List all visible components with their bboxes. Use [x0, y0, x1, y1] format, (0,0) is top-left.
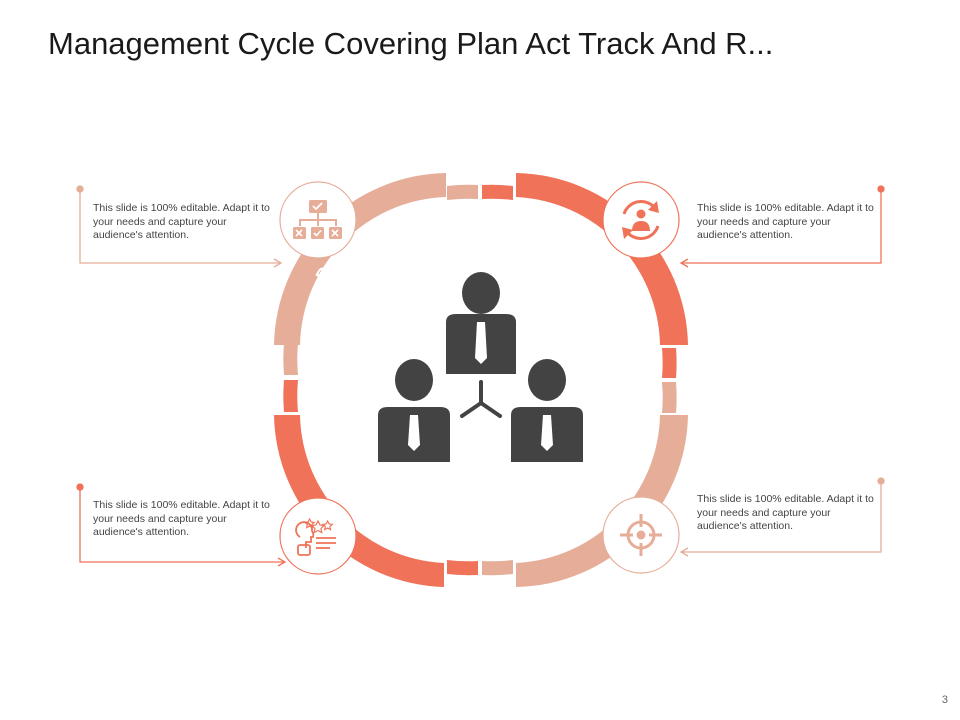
plan-description: This slide is 100% editable. Adapt it to… — [697, 202, 874, 241]
connector-act-track — [482, 560, 513, 576]
connector-act-right — [662, 382, 677, 413]
connector-review-left — [283, 343, 298, 375]
review-icon-badge — [279, 181, 357, 259]
track-description: This slide is 100% editable. Adapt it to… — [93, 499, 270, 538]
segment-plan[interactable] — [516, 173, 688, 345]
connector-track-review — [283, 380, 298, 412]
checklist-hierarchy-icon — [293, 200, 342, 239]
callout-lines — [76, 185, 885, 567]
page-number: 3 — [941, 694, 948, 706]
refresh-person-icon — [622, 200, 660, 240]
connector-track-bottom — [447, 560, 478, 576]
track-icon-badge — [279, 497, 357, 575]
segment-review[interactable] — [274, 173, 446, 345]
person-rating-icon — [295, 517, 336, 556]
crosshair-target-icon — [620, 514, 662, 556]
review-description: This slide is 100% editable. Adapt it to… — [93, 202, 270, 241]
connector-review-plan — [447, 184, 478, 200]
act-description: This slide is 100% editable. Adapt it to… — [697, 493, 874, 532]
connector-plan-act — [662, 348, 677, 378]
plan-icon-badge — [602, 181, 680, 259]
connector-plan-top — [482, 184, 513, 200]
act-icon-badge — [602, 496, 680, 574]
ring — [274, 173, 688, 587]
page-title: Management Cycle Covering Plan Act Track… — [48, 26, 774, 61]
team-hierarchy-icon — [378, 272, 583, 462]
